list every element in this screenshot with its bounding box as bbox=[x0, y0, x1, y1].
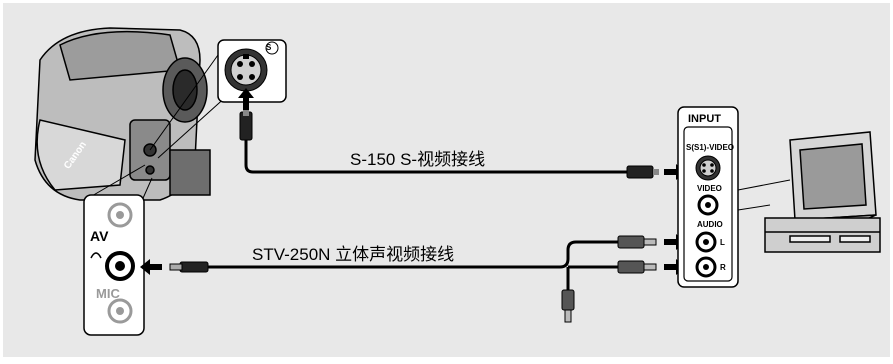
audio-right-label: R bbox=[720, 263, 726, 272]
s-video-cable-label: S-150 S-视频接线 bbox=[350, 150, 486, 169]
headphone-jack-icon bbox=[107, 202, 133, 228]
tv-s-video-jack-icon bbox=[695, 155, 721, 181]
s-video-port-camera-icon bbox=[224, 48, 268, 92]
av-jack-icon bbox=[105, 251, 135, 281]
tv-callout-lines bbox=[737, 179, 791, 211]
video-jack-label: VIDEO bbox=[697, 184, 722, 193]
av-cable-label: STV-250N 立体声视频接线 bbox=[252, 245, 455, 264]
s-video-cable bbox=[239, 110, 659, 179]
av-cable bbox=[169, 235, 657, 323]
tv-video-jack-icon bbox=[697, 194, 719, 216]
s-video-jack-label: S(S1)-VIDEO bbox=[686, 143, 735, 152]
mic-terminal-label: MIC bbox=[96, 286, 120, 301]
s-symbol-label: S bbox=[266, 43, 272, 52]
av-terminal-label: AV bbox=[90, 228, 109, 244]
audio-jack-label: AUDIO bbox=[697, 220, 723, 229]
input-header-label: INPUT bbox=[688, 113, 721, 125]
tv-illustration bbox=[764, 131, 881, 253]
camcorder-illustration bbox=[34, 27, 211, 201]
av-camera-arrow-icon bbox=[140, 259, 162, 275]
s-video-insert-arrow-icon bbox=[238, 88, 254, 110]
tv-audio-l-jack-icon bbox=[695, 231, 717, 253]
s-symbol-icon bbox=[265, 41, 279, 55]
headphone-symbol-icon bbox=[90, 252, 102, 259]
tv-audio-r-jack-icon bbox=[695, 256, 717, 278]
audio-left-label: L bbox=[720, 238, 725, 247]
mic-jack-icon bbox=[107, 298, 133, 324]
